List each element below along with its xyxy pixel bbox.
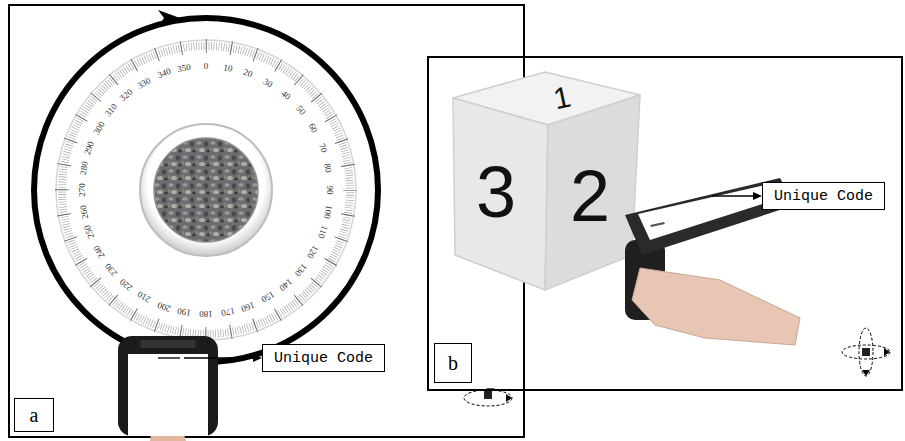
dial-number: 0 — [204, 61, 209, 71]
major-ticks — [62, 46, 350, 334]
code-box: Unique Code — [762, 182, 885, 210]
die-number: 3 — [476, 151, 516, 233]
dial-number: 180 — [199, 309, 213, 319]
arrowhead — [253, 354, 262, 362]
protractor-disk — [56, 40, 356, 340]
bowl — [140, 124, 272, 256]
rotation-arrowhead — [158, 10, 180, 27]
box-text: Unique Code — [774, 188, 873, 205]
box-text: b — [448, 352, 458, 375]
code-box: Unique Code — [262, 344, 385, 372]
screen-code — [650, 222, 665, 227]
reader-notch — [140, 340, 196, 348]
hand — [632, 268, 800, 345]
panel-frame — [9, 5, 524, 437]
die — [453, 72, 640, 290]
rfid-reader — [118, 336, 218, 441]
box-text: Unique Code — [274, 350, 373, 367]
box-text: a — [30, 404, 39, 427]
reader-screen — [638, 185, 775, 240]
leader-arrow — [184, 357, 255, 359]
dial-number: 90 — [325, 186, 335, 195]
arrowhead — [753, 192, 762, 200]
reader-screen — [128, 354, 208, 436]
rotation-ring — [34, 18, 378, 362]
dial-number: 260 — [78, 204, 90, 219]
leader-arrow — [712, 195, 755, 197]
degree-ticks — [62, 46, 350, 334]
screen-code — [158, 357, 180, 359]
reader-body — [118, 336, 218, 436]
panel-frame — [428, 57, 902, 390]
dial-number: 190 — [177, 306, 192, 318]
panel-label: a — [14, 398, 54, 432]
gravel-sample — [154, 138, 258, 242]
dial-number: 10 — [222, 62, 233, 73]
axis-rotation-icon — [842, 328, 890, 376]
die-number: 2 — [570, 155, 610, 237]
dial-number: 270 — [77, 183, 87, 197]
panel-label: b — [434, 343, 472, 383]
